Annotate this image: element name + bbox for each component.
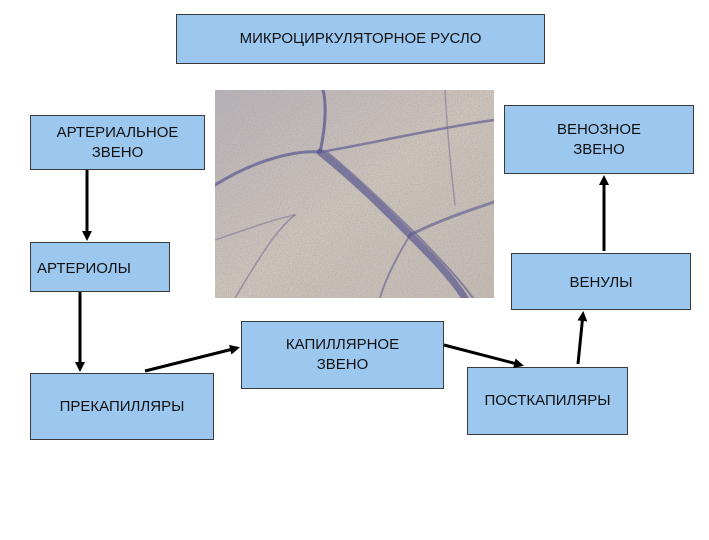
diagram-title: МИКРОЦИРКУЛЯТОРНОЕ РУСЛО <box>176 14 545 64</box>
node-venules: ВЕНУЛЫ <box>511 253 691 310</box>
node-postcapillaries: ПОСТКАПИЛЯРЫ <box>467 367 628 435</box>
micrograph-grain <box>215 90 494 298</box>
node-precapillaries: ПРЕКАПИЛЛЯРЫ <box>30 373 214 440</box>
arrow-postcapillaries-to-venules <box>578 314 583 364</box>
arrow-precapillaries-to-capillary <box>145 348 237 371</box>
node-arterioles: АРТЕРИОЛЫ <box>30 242 170 292</box>
arrow-capillary-to-postcapillaries <box>444 345 521 365</box>
node-arterial-link: АРТЕРИАЛЬНОЕ ЗВЕНО <box>30 115 205 170</box>
node-capillary-link: КАПИЛЛЯРНОЕ ЗВЕНО <box>241 321 444 389</box>
microvessel-micrograph-image <box>215 90 494 298</box>
node-venous-link: ВЕНОЗНОЕ ЗВЕНО <box>504 105 694 174</box>
